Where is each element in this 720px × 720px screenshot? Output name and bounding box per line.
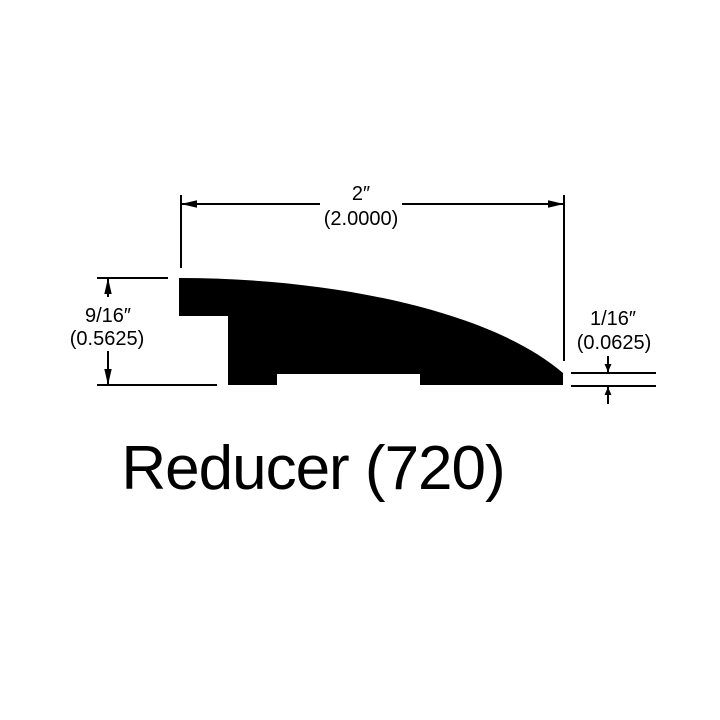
edge-dim-label: 1/16″: [590, 308, 636, 330]
edge-dim-decimal: (0.0625): [577, 332, 652, 354]
height-dim-label: 9/16″: [85, 305, 131, 327]
width-dim-decimal: (2.0000): [324, 208, 399, 230]
ink-layer: 2″ (2.0000) 9/16″ (0.5625) 1/16″ (0.0625…: [70, 183, 652, 503]
reducer-profile-silhouette: [179, 278, 563, 385]
height-dim-decimal: (0.5625): [70, 328, 145, 350]
height-dim-arrow-down: [104, 369, 112, 385]
width-dim-arrow-right: [548, 200, 564, 208]
width-dim-arrow-left: [181, 200, 197, 208]
edge-dim-arrow-up: [604, 387, 612, 395]
height-dim-arrow-up: [104, 278, 112, 294]
drawing-title: Reducer (720): [121, 434, 504, 503]
edge-dim-arrow-down: [604, 364, 612, 372]
width-dim-label: 2″: [352, 183, 370, 205]
